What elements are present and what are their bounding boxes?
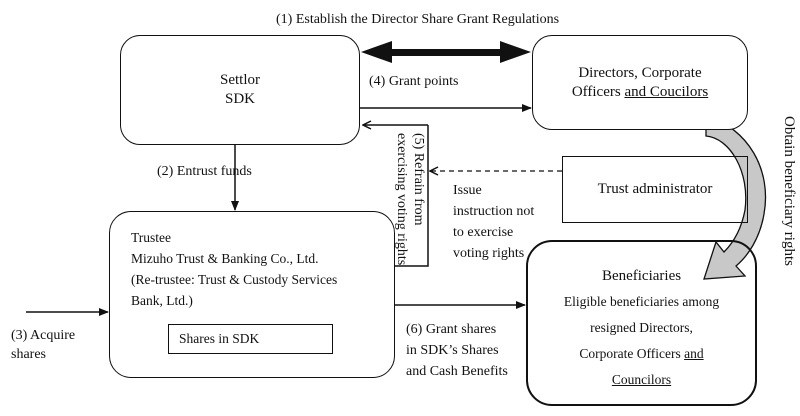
step6-label-line1: (6) Grant shares: [406, 322, 497, 337]
shares-in-sdk-label: Shares in SDK: [179, 331, 260, 346]
step5-label-line2: exercising voting rights: [394, 133, 409, 266]
instruction-label-line1: Issue: [453, 183, 482, 198]
step5-bracket: [395, 125, 429, 267]
instruction-label-line4: voting rights: [453, 246, 525, 261]
trustee-node[interactable]: Trustee Mizuho Trust & Banking Co., Ltd.…: [109, 211, 395, 378]
beneficiaries-line3: Corporate Officers and: [579, 341, 703, 367]
step6-label-line2: in SDK’s Shares: [406, 343, 499, 358]
settlor-label: Settlor: [220, 72, 260, 88]
beneficiaries-node[interactable]: Beneficiaries Eligible beneficiaries amo…: [526, 240, 757, 406]
directors-line2-underlined: and Coucilors: [624, 83, 709, 100]
beneficiaries-line1: Eligible beneficiaries among: [563, 294, 720, 309]
step2-label: (2) Entrust funds: [157, 164, 252, 179]
shares-in-sdk-box[interactable]: Shares in SDK: [168, 324, 333, 354]
trustee-title: Trustee: [131, 230, 172, 245]
directors-line2-plain: Officers: [571, 83, 625, 100]
instruction-label-line3: to exercise: [453, 225, 514, 240]
step1-label: (1) Establish the Director Share Grant R…: [276, 12, 560, 27]
settlor-node[interactable]: Settlor SDK: [120, 35, 360, 145]
beneficiaries-line3-plain: Corporate Officers: [579, 346, 685, 361]
beneficiaries-line3-underlined: and: [684, 346, 704, 361]
step1-double-arrow: [361, 41, 531, 63]
obtain-rights-label: Obtain beneficiary rights: [781, 116, 797, 266]
obtain-rights-curved-arrow: [703, 115, 767, 280]
directors-node[interactable]: Directors, Corporate Officers and Coucil…: [532, 35, 748, 130]
directors-line2: Officers and Coucilors: [572, 83, 708, 102]
step6-label-line3: and Cash Benefits: [406, 364, 508, 379]
step5-label-line1: (5) Refrain from: [411, 133, 426, 226]
step3-label-line1: (3) Acquire: [11, 328, 76, 343]
settlor-company: SDK: [224, 91, 255, 107]
trustee-line2: (Re-trustee: Trust & Custody Services: [131, 272, 338, 287]
beneficiaries-title: Beneficiaries: [601, 268, 682, 284]
instruction-label-line2: instruction not: [453, 204, 535, 219]
step3-label-line2: shares: [11, 347, 46, 362]
beneficiaries-line4: Councilors: [611, 372, 672, 387]
trust-administrator-node[interactable]: Trust administrator: [562, 156, 748, 223]
beneficiaries-line2: resigned Directors,: [590, 320, 693, 335]
trustee-line3: Bank, Ltd.): [131, 293, 193, 308]
trust-administrator-label: Trust administrator: [597, 180, 713, 199]
step4-label: (4) Grant points: [369, 74, 459, 89]
trustee-line1: Mizuho Trust & Banking Co., Ltd.: [131, 251, 319, 266]
directors-line1: Directors, Corporate: [578, 64, 702, 81]
